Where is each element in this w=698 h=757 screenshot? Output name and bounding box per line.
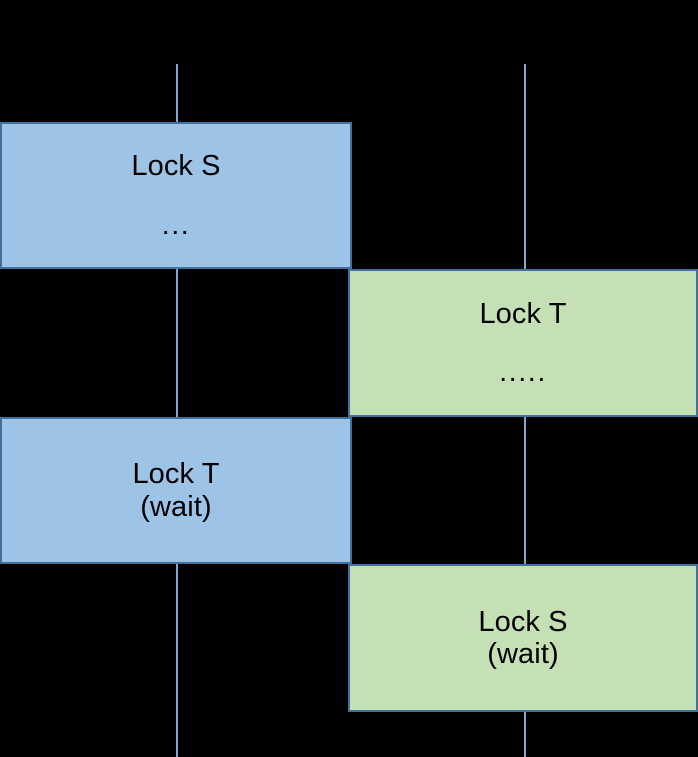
activation-title: Lock S: [131, 150, 221, 183]
activation-title: Lock T: [132, 458, 220, 491]
activation-title: Lock T: [479, 297, 567, 330]
activation-title: Lock S: [478, 605, 568, 638]
activation-dots: .....: [499, 356, 547, 388]
activation-box-lock-t-wait[interactable]: Lock T (wait): [0, 417, 352, 564]
activation-subtitle: (wait): [487, 638, 559, 670]
activation-box-lock-s[interactable]: Lock S ...: [0, 122, 352, 269]
left-lifeline: [176, 64, 178, 757]
activation-subtitle: (wait): [140, 490, 212, 523]
activation-dots: ...: [161, 208, 191, 241]
activation-box-lock-s-wait[interactable]: Lock S (wait): [348, 564, 698, 712]
activation-box-lock-t[interactable]: Lock T .....: [348, 269, 698, 417]
